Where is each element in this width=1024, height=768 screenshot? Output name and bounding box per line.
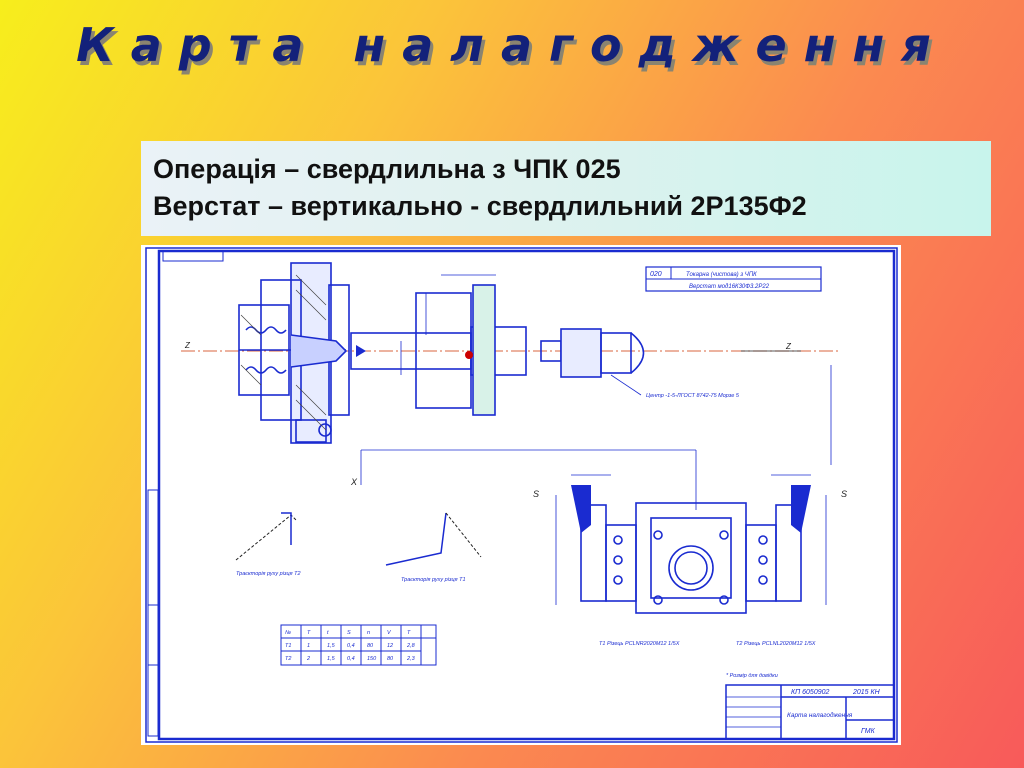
mode-r0c4: 80 [367,643,374,649]
center-point [356,345,366,357]
title-block [725,684,895,740]
stamp-year: 2015 КН [852,689,881,696]
machine-line: Верстат – вертикально - свердлильний 2Р1… [153,191,807,221]
trajectory-t1-label: Траєкторія руху різця Т1 [401,577,466,583]
mode-r1c1: 2 [306,656,310,662]
mode-r1c0: Т2 [285,656,291,662]
turret-dimensions [555,474,827,605]
stamp-code: КП 6050902 [791,689,830,696]
trajectory-t1: Траєкторія руху різця Т1 [385,512,482,583]
chuck-hatching [240,274,327,431]
turret-assembly [580,502,802,614]
mode-r0c1: 1 [307,643,310,649]
mode-h2: t [327,630,329,636]
mode-r1c6: 2,3 [406,656,416,662]
slide-title: Карта налагодження [76,18,948,72]
mode-r1c3: 0,4 [347,656,355,662]
note-label: * Розмір для довідки [726,673,778,679]
top-left-cell [162,250,224,262]
stamp-title: Карта налагодження [787,711,853,719]
drawing-inner-frame [157,249,896,741]
op-name-text: Токарна (чистова) з ЧПК [686,272,757,278]
mode-h6: T [407,630,411,636]
drawing-svg: 020 Токарна (чистова) з ЧПК Верстат мод1… [145,247,898,743]
op-machine-text: Верстат мод16К30Ф3.2Р22 [689,284,770,290]
op-code-text: 020 [650,271,662,278]
mode-h3: S [347,630,351,636]
cutter-t1-icon [571,485,591,533]
cutter-t2-icon [791,485,811,533]
cutter-t1-label: Т1 Різець PCLNR2020M12 1/5Х [599,641,680,647]
operation-info-box: Операція – свердлильна з ЧПК 025 Верстат… [141,141,991,236]
trajectory-t2-label: Траєкторія руху різця Т2 [236,571,301,577]
s-label-right: S [841,489,847,499]
stamp-org: ГМК [861,728,876,735]
drawing-frame [145,247,898,743]
cutter-t2-label: Т2 Різець PCLNL2020M12 1/5Х [736,641,816,647]
tool-holder-label: Центр -1-5-ЛГОСТ 8742-75 Морзе 5 [646,393,740,399]
s-label-left: S [533,489,539,499]
mode-h4: n [367,630,370,636]
left-strip [147,489,159,737]
mode-r0c2: 1,5 [327,643,336,649]
mode-r0c0: Т1 [285,643,291,649]
tailstock [540,328,645,378]
mode-r0c5: 12 [387,643,393,649]
mode-r1c5: 80 [387,656,394,662]
mode-h1: Т [307,630,311,636]
mode-h0: № [285,630,291,636]
chuck-assembly [238,262,350,444]
mode-r0c3: 0,4 [347,643,355,649]
operation-table: 020 Токарна (чистова) з ЧПК Верстат мод1… [645,266,822,292]
operation-line: Операція – свердлильна з ЧПК 025 [153,154,621,184]
axis-x-label: X [350,477,358,487]
modes-table-text: № Т t S n V T Т1 1 1,5 0,4 80 12 2,8 Т2 … [285,630,416,662]
mode-r0c6: 2,8 [406,643,416,649]
axis-z-left-label: Z [184,341,191,350]
mode-r1c2: 1,5 [327,656,336,662]
modes-table [280,624,437,666]
mode-r1c4: 150 [367,656,377,662]
trajectory-t2: Траєкторія руху різця Т2 [235,512,301,577]
workpiece [350,284,527,416]
axis-z-label: Z [785,342,792,351]
mode-h5: V [387,630,392,636]
technical-drawing: 020 Токарна (чистова) з ЧПК Верстат мод1… [141,245,901,745]
dimension-lines [360,274,832,510]
